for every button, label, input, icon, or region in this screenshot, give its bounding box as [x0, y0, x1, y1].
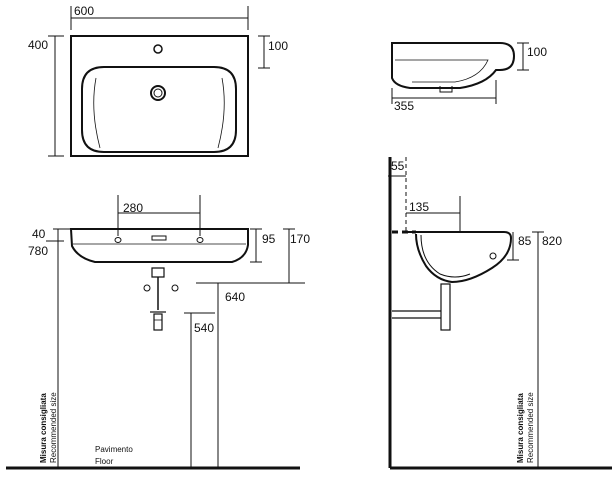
side-hole-icon — [489, 252, 497, 260]
profile-outline — [391, 42, 516, 89]
tap-hole-icon — [153, 44, 163, 54]
drain-inner-icon — [153, 88, 163, 98]
side-view — [388, 157, 612, 470]
front-overflow — [151, 235, 167, 241]
bowl-inner-left — [93, 77, 101, 149]
front-rim-label: 40 — [32, 227, 46, 241]
front-basin — [69, 228, 249, 263]
top-view — [48, 6, 270, 157]
front-holes-label: 280 — [123, 201, 143, 215]
front-bowl-label: 95 — [262, 232, 276, 246]
valve-right-icon — [171, 284, 179, 292]
drain-icon — [150, 85, 166, 101]
basin-outline-top — [70, 35, 249, 157]
side-rec-label-en: Recommended size — [526, 392, 535, 463]
front-outlet-label: 640 — [225, 290, 245, 304]
floor-label-it: Pavimento — [95, 445, 133, 454]
front-basin-label: 170 — [290, 232, 310, 246]
side-bowl-label: 85 — [518, 234, 532, 248]
side-height-label: 820 — [542, 234, 562, 248]
front-height-label: 780 — [28, 244, 48, 258]
side-top-edge-label: 100 — [527, 45, 547, 59]
side-profile-top — [391, 42, 529, 104]
side-gap-label: 55 — [391, 159, 405, 173]
front-hole-left — [114, 237, 122, 243]
side-rec-label-it: Misura consigliata — [516, 393, 525, 463]
side-offset-label: 135 — [409, 200, 429, 214]
bowl-inner-right — [217, 77, 225, 149]
top-depth-label: 400 — [28, 38, 48, 52]
valve-left-icon — [143, 284, 151, 292]
top-edge-label: 100 — [268, 39, 288, 53]
side-top-depth-label: 355 — [394, 99, 414, 113]
front-rec-label-it: Misura consigliata — [39, 393, 48, 463]
front-waste-label: 540 — [194, 321, 214, 335]
front-waste-pipe — [153, 313, 163, 331]
side-basin — [406, 231, 513, 284]
front-rec-label-en: Recommended size — [49, 392, 58, 463]
floor-label-en: Floor — [95, 457, 114, 466]
front-view — [6, 195, 305, 470]
side-waste-pipe — [440, 283, 451, 331]
bowl-outline-top — [81, 66, 237, 153]
front-hole-right — [196, 237, 204, 243]
top-width-label: 600 — [74, 4, 94, 18]
